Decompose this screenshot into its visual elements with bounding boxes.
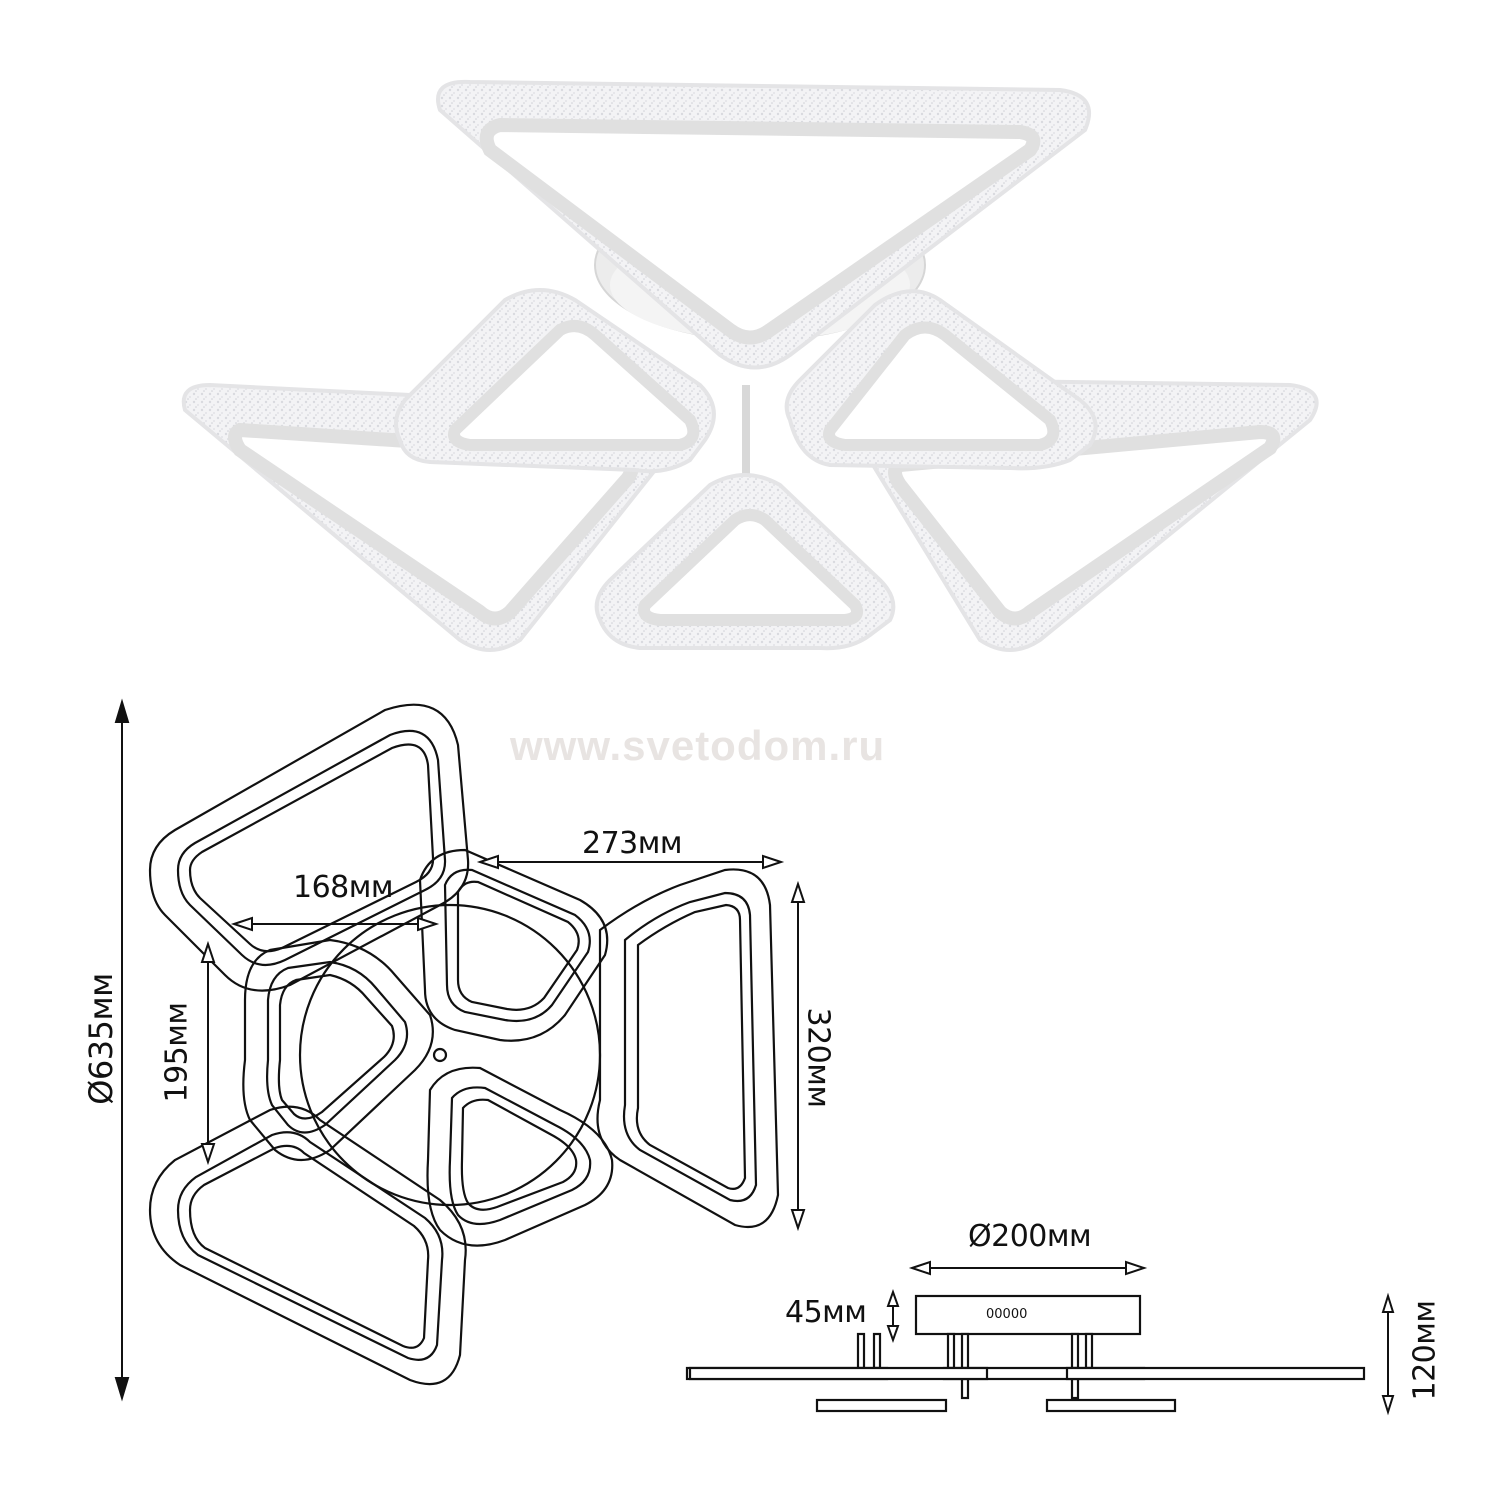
dim-base-diameter: Ø200мм <box>968 1219 1092 1254</box>
dim-outer-width: 273мм <box>582 826 683 861</box>
ring-bottom-small <box>594 473 896 651</box>
ring-right-small <box>784 289 1098 471</box>
side-base <box>914 1294 1142 1336</box>
dim-total-height: 120мм <box>1407 1300 1443 1401</box>
dim-base-height: 45мм <box>785 1295 867 1330</box>
center-mount-icon <box>432 1047 448 1063</box>
drawing-ring-large-bottom <box>148 1105 467 1386</box>
drawing-ring-small-left <box>242 938 434 1162</box>
vent-marking: 00000 <box>986 1307 1028 1322</box>
drawing-ring-large-top <box>148 703 470 992</box>
dim-inner-width: 168мм <box>293 870 394 905</box>
side-ring-lower-right <box>1045 1398 1177 1413</box>
drawing-ring-small-top <box>418 848 609 1042</box>
ring-top-large <box>436 79 1091 370</box>
ring-left-small <box>394 288 716 474</box>
watermark: www.svetodom.ru <box>510 722 886 769</box>
side-ring-lower-left <box>815 1398 948 1413</box>
drawing-ring-small-bottom <box>426 1066 614 1247</box>
